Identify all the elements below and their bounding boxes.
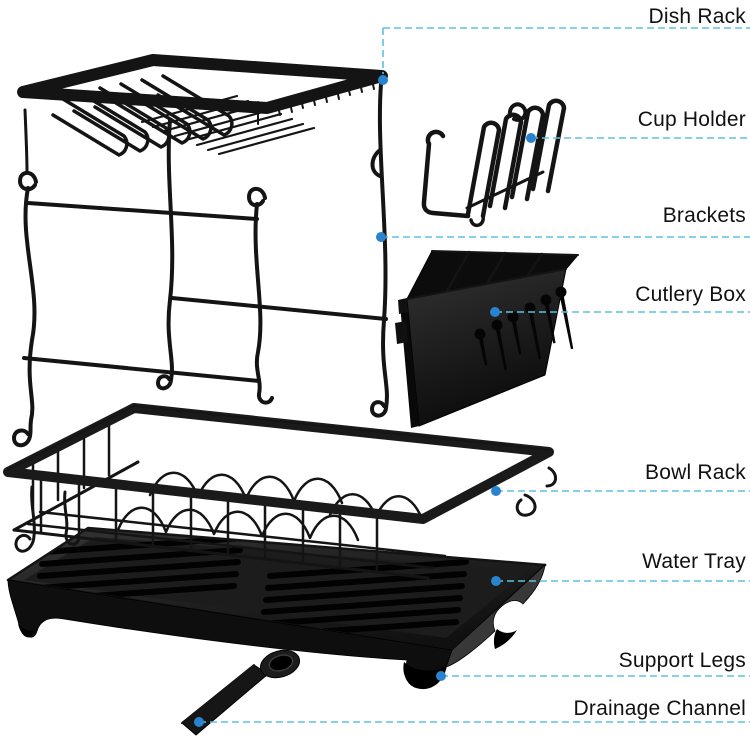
label-drainage-channel: Drainage Channel <box>573 697 746 720</box>
label-cup-holder: Cup Holder <box>637 108 746 131</box>
callout-dot-dish-rack <box>378 75 388 85</box>
label-support-legs: Support Legs <box>618 649 746 672</box>
label-bowl-rack: Bowl Rack <box>645 461 746 484</box>
label-water-tray: Water Tray <box>642 550 746 573</box>
dish-rack-part <box>17 54 388 174</box>
label-brackets: Brackets <box>662 204 746 227</box>
callout-dot-water-tray <box>491 576 501 586</box>
callout-support-legs <box>436 671 750 681</box>
callout-cutlery-box <box>490 307 750 317</box>
label-dish-rack: Dish Rack <box>648 5 746 28</box>
callout-bowl-rack <box>491 486 750 496</box>
callout-dot-brackets <box>376 232 386 242</box>
cutlery-box-part <box>395 250 580 428</box>
brackets-part <box>12 82 389 448</box>
callout-water-tray <box>491 576 750 586</box>
water-tray-part <box>6 526 547 690</box>
label-cutlery-box: Cutlery Box <box>635 283 746 306</box>
callout-cup-holder <box>526 133 750 143</box>
drainage-channel-part <box>181 649 301 736</box>
callout-dot-bowl-rack <box>491 486 501 496</box>
support-legs-part <box>18 624 517 690</box>
callout-dot-cup-holder <box>526 133 536 143</box>
callout-drainage-channel <box>194 717 750 727</box>
callout-dot-cutlery-box <box>490 307 500 317</box>
callout-dish-rack <box>378 27 750 85</box>
callout-dot-drainage-channel <box>194 717 204 727</box>
bowl-rack-part <box>3 403 557 580</box>
callout-dot-support-legs <box>436 671 446 681</box>
cup-holder-part <box>421 98 567 228</box>
callout-brackets <box>376 232 750 242</box>
